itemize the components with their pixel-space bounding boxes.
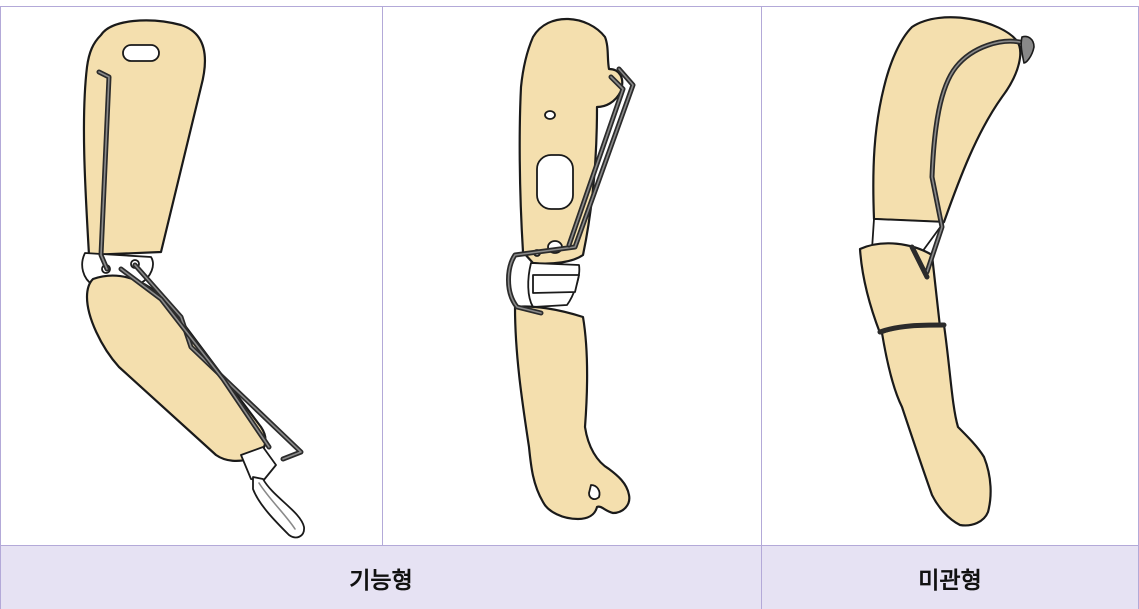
table-top-border bbox=[0, 6, 1139, 7]
image-cell-functional-hook bbox=[0, 7, 382, 545]
image-cell-functional-hand bbox=[382, 7, 761, 545]
functional-prosthesis-hand-icon bbox=[506, 17, 636, 521]
image-cell-cosmetic bbox=[761, 7, 1139, 545]
functional-prosthesis-hook-icon bbox=[81, 19, 305, 539]
caption-cosmetic: 미관형 bbox=[761, 545, 1139, 609]
caption-functional: 기능형 bbox=[0, 545, 761, 609]
cosmetic-prosthesis-icon bbox=[858, 16, 1035, 527]
